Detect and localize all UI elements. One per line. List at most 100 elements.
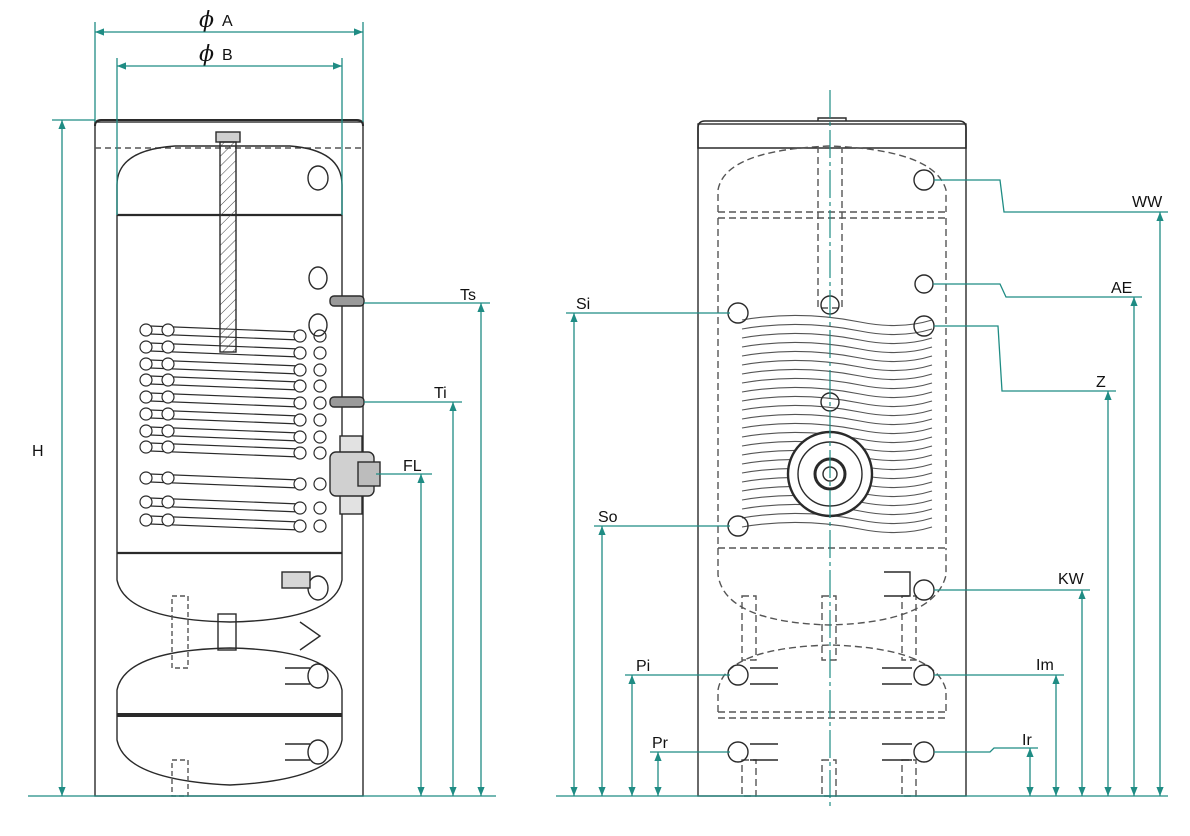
front-heating-coil <box>139 323 327 533</box>
side-socket-z <box>913 315 935 337</box>
side-top-cap <box>697 120 967 149</box>
coil-tube-end <box>293 501 307 515</box>
dim-phi-a-symbol: ϕ <box>199 8 214 33</box>
coil-tube-end <box>313 501 327 515</box>
coil-turn <box>149 333 301 341</box>
side-pipes-return <box>750 743 912 761</box>
coil-tube-end <box>161 440 175 454</box>
coil-tube-end <box>313 446 327 460</box>
coil-tube-end <box>313 477 327 491</box>
front-bracket <box>281 571 311 589</box>
front-vessel-bottom-dome <box>116 553 343 623</box>
coil-tube-end <box>161 340 175 354</box>
coil-turn-hidden <box>741 386 933 399</box>
coil-tube-end <box>293 413 307 427</box>
side-socket-pr <box>727 741 749 763</box>
dim-im-line <box>934 674 1064 796</box>
front-top-cap <box>94 119 364 127</box>
coil-turn-hidden <box>741 332 933 345</box>
coil-tube-end <box>161 373 175 387</box>
dim-so-line <box>594 525 730 796</box>
coil-tube-end <box>161 424 175 438</box>
dim-ts-line <box>364 302 490 796</box>
coil-tube-end <box>293 329 307 343</box>
side-pipes-buffer <box>750 667 912 685</box>
side-socket-ae <box>914 274 934 294</box>
coil-turn <box>149 392 301 400</box>
dim-ww-line <box>934 179 1168 796</box>
dimension-layer <box>28 22 1168 797</box>
front-sensor-ts <box>329 295 365 307</box>
front-vessel-top-dome <box>116 145 343 215</box>
coil-tube-end <box>161 471 175 485</box>
coil-tube-end <box>313 346 327 360</box>
coil-turn <box>149 350 301 358</box>
front-buffer-bottom-dome <box>116 715 343 786</box>
front-pipe-ir <box>285 743 310 761</box>
front-socket-ww <box>307 165 329 191</box>
coil-tube-end <box>161 407 175 421</box>
side-socket-im <box>913 664 935 686</box>
dim-ir-line <box>934 747 1038 796</box>
front-top-fitting <box>215 131 241 143</box>
coil-turn <box>149 481 301 489</box>
coil-tube-end <box>293 519 307 533</box>
side-socket-ww <box>913 169 935 191</box>
coil-turn <box>149 450 301 458</box>
front-bracket-link <box>299 621 322 651</box>
coil-tube-end <box>161 513 175 527</box>
coil-tube-end <box>293 477 307 491</box>
coil-tube-end <box>139 440 153 454</box>
side-bracket-kw <box>884 571 911 597</box>
dim-si-line <box>566 312 730 796</box>
coil-turn-hidden <box>741 314 933 327</box>
coil-tube-end <box>139 340 153 354</box>
front-sensor-ti <box>329 396 365 408</box>
coil-tube-end <box>161 357 175 371</box>
coil-tube-end <box>313 379 327 393</box>
coil-tube-end <box>161 323 175 337</box>
coil-turn-hidden <box>741 512 933 525</box>
coil-tube-end <box>161 390 175 404</box>
coil-turn <box>149 426 301 434</box>
side-view-tank <box>697 90 967 808</box>
side-socket-kw <box>913 579 935 601</box>
dim-kw-line <box>934 589 1090 796</box>
coil-turn-hidden <box>741 521 933 534</box>
coil-tube-end <box>139 390 153 404</box>
coil-tube-end <box>313 413 327 427</box>
side-socket-ir <box>913 741 935 763</box>
dim-z-label: Z <box>1096 374 1106 391</box>
dim-h-label: H <box>32 443 44 460</box>
front-socket-kw <box>307 575 329 601</box>
coil-turn <box>149 417 301 425</box>
coil-tube-end <box>313 519 327 533</box>
coil-tube-end <box>293 396 307 410</box>
front-pipe-im <box>285 667 310 685</box>
coil-turn <box>149 497 301 505</box>
coil-tube-end <box>139 373 153 387</box>
dim-phi-a-line <box>94 22 364 122</box>
coil-turn <box>149 505 301 513</box>
coil-turn-hidden <box>741 422 933 435</box>
dim-phi-b-line <box>116 58 343 215</box>
dim-fl-line <box>376 473 432 796</box>
dim-phi-a-label: A <box>222 13 233 30</box>
coil-tube-end <box>139 407 153 421</box>
dim-phi-b-symbol: ϕ <box>199 42 214 67</box>
coil-tube-end <box>139 513 153 527</box>
dim-ti-label: Ti <box>434 385 447 402</box>
coil-turn <box>149 375 301 383</box>
coil-turn <box>149 367 301 375</box>
coil-turn-hidden <box>741 377 933 390</box>
side-hidden-vessel <box>717 145 947 797</box>
coil-turn <box>149 359 301 367</box>
coil-turn <box>149 409 301 417</box>
coil-tube-end <box>139 471 153 485</box>
dim-fl-label: FL <box>403 458 422 475</box>
coil-turn-hidden <box>741 359 933 372</box>
dim-ir-label: Ir <box>1022 732 1032 749</box>
coil-tube-end <box>293 430 307 444</box>
dim-pr-line <box>650 751 730 796</box>
